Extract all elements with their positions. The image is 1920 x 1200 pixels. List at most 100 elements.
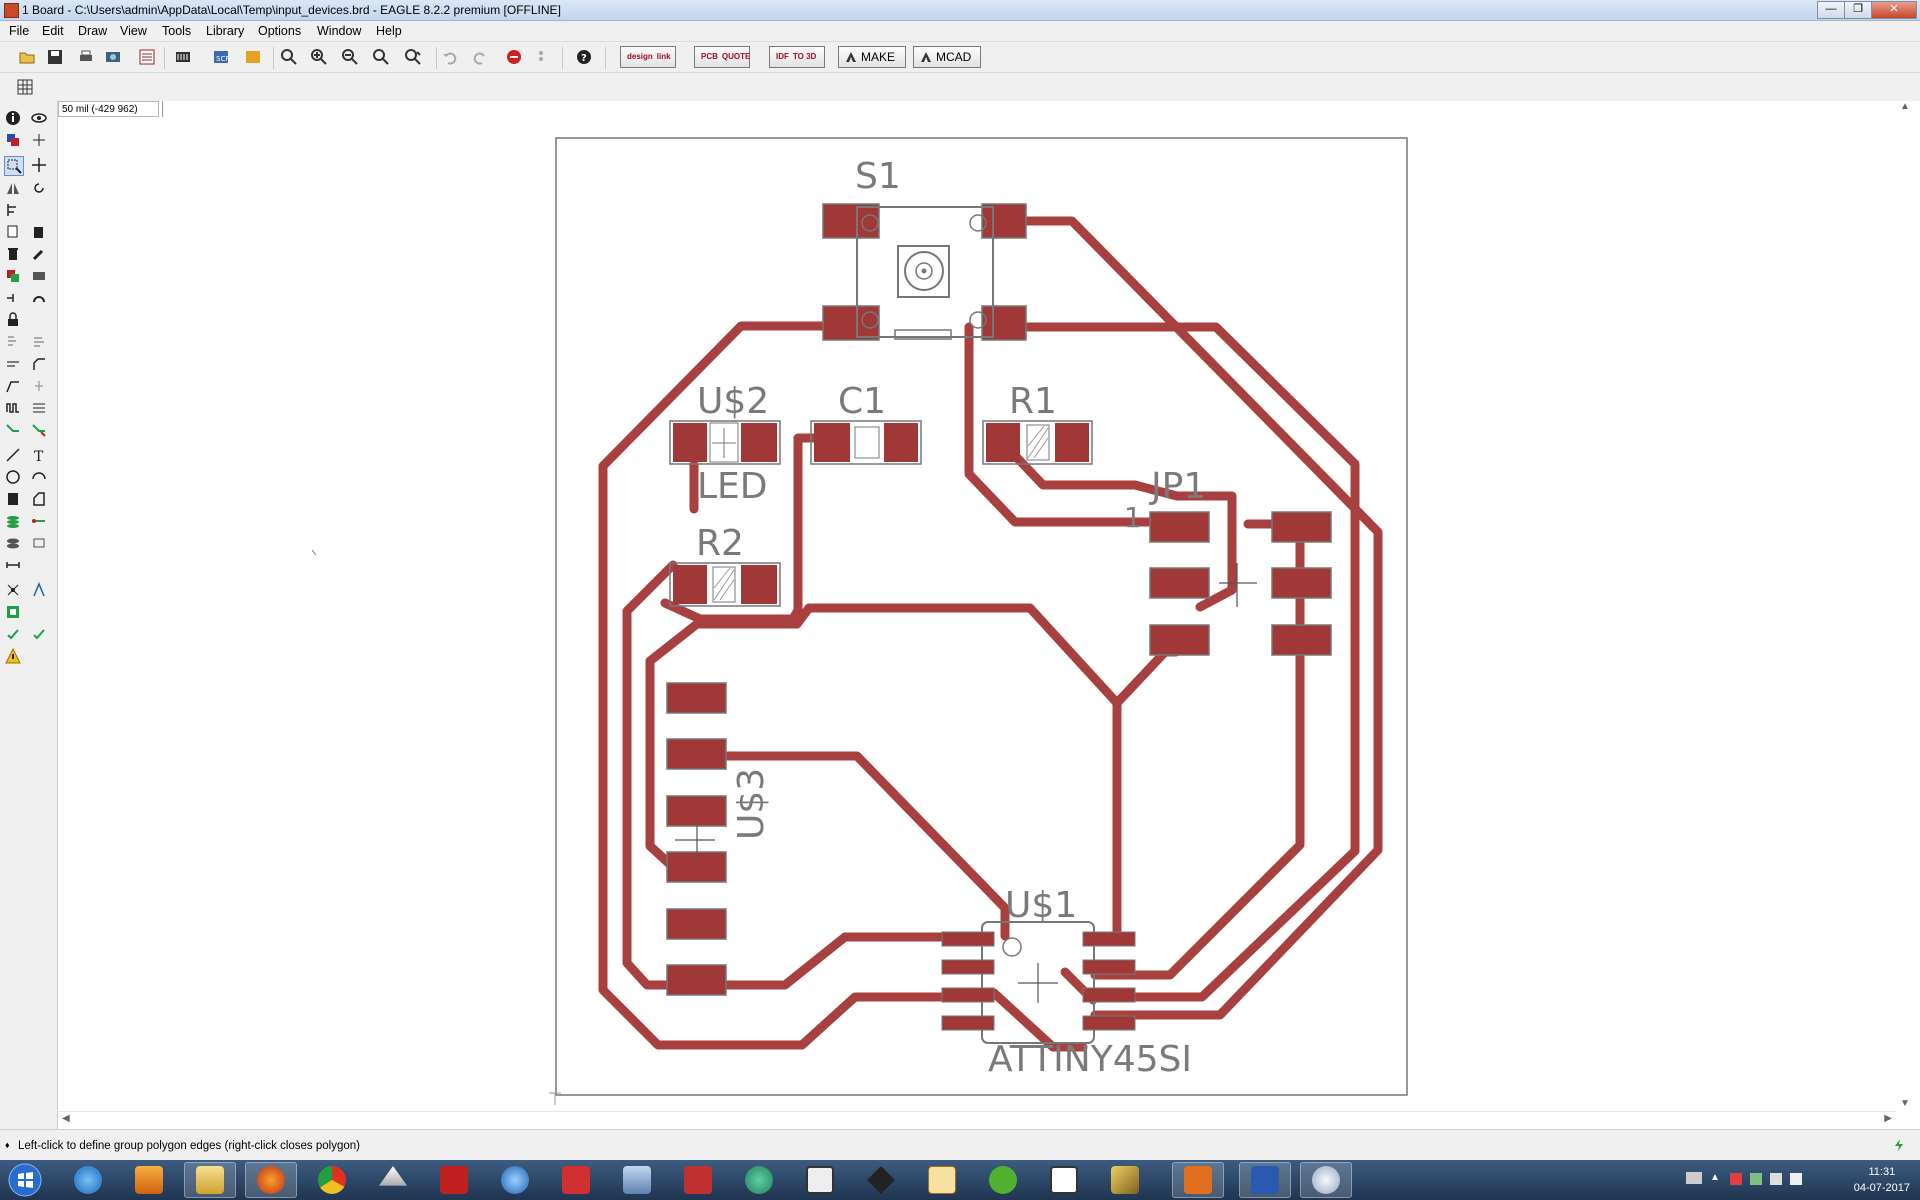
volume-icon[interactable] <box>1790 1173 1802 1185</box>
copy-icon[interactable] <box>4 223 22 241</box>
run-ulp-icon[interactable] <box>243 47 263 67</box>
taskbar-usb-tool[interactable] <box>794 1162 846 1198</box>
help-icon[interactable]: ? <box>574 47 594 67</box>
menu-window[interactable]: Window <box>317 24 362 38</box>
chip-us1[interactable] <box>941 921 1136 1044</box>
hole-icon[interactable] <box>4 534 22 552</box>
length-icon[interactable] <box>30 399 48 417</box>
led-us2[interactable] <box>669 420 781 465</box>
miter-icon[interactable] <box>30 355 48 373</box>
wire-icon[interactable] <box>4 446 22 464</box>
via-icon[interactable] <box>4 512 22 530</box>
menu-library[interactable]: Library <box>206 24 245 38</box>
zoom-out-icon[interactable] <box>340 47 360 67</box>
stop-icon[interactable] <box>504 47 524 67</box>
taskbar-inkscape[interactable] <box>367 1162 419 1198</box>
resistor-r2[interactable] <box>669 562 781 607</box>
rectangle-icon[interactable] <box>4 490 22 508</box>
taskbar-pdf-tool[interactable] <box>550 1162 602 1198</box>
taskbar-pdf-app[interactable] <box>672 1162 724 1198</box>
move-icon[interactable] <box>30 156 48 174</box>
taskbar-shapes-app[interactable] <box>855 1162 907 1198</box>
taskbar-paint[interactable] <box>1300 1162 1352 1198</box>
polygon-icon[interactable] <box>30 490 48 508</box>
zoom-fit-icon[interactable] <box>279 47 299 67</box>
change-icon[interactable] <box>30 245 48 263</box>
taskbar-settings[interactable] <box>489 1162 541 1198</box>
header-jp1[interactable] <box>1149 511 1332 656</box>
pcb-quote-button[interactable]: PCB QUOTE <box>694 46 750 68</box>
meander-icon[interactable] <box>4 399 22 417</box>
maximize-button[interactable]: ❐ <box>1844 1 1872 19</box>
connector-us3[interactable] <box>666 682 727 996</box>
keyboard-icon[interactable] <box>1686 1172 1702 1184</box>
arc-icon[interactable] <box>30 468 48 486</box>
go-icon[interactable] <box>531 47 551 67</box>
display-layers-icon[interactable] <box>4 131 22 149</box>
align-icon[interactable] <box>4 201 22 219</box>
ripup-icon[interactable] <box>30 421 48 439</box>
menu-file[interactable]: File <box>9 24 30 38</box>
warning-icon[interactable] <box>4 647 22 665</box>
make-button[interactable]: MAKE <box>838 46 906 68</box>
taskbar-chrome[interactable] <box>306 1162 358 1198</box>
taskbar-vim-app[interactable] <box>977 1162 1029 1198</box>
grid-icon[interactable] <box>15 77 35 97</box>
info-icon[interactable] <box>4 109 22 127</box>
menu-edit[interactable]: Edit <box>42 24 64 38</box>
menu-view[interactable]: View <box>120 24 147 38</box>
taskbar-paint-tool[interactable] <box>1099 1162 1151 1198</box>
stop-command-icon[interactable] <box>1892 1138 1906 1155</box>
smash-icon[interactable] <box>4 333 22 351</box>
circle-icon[interactable] <box>4 468 22 486</box>
minimize-button[interactable]: — <box>1817 1 1845 19</box>
capacitor-c1[interactable] <box>810 420 922 465</box>
tray-expand-icon[interactable]: ▲ <box>1710 1172 1720 1183</box>
action-center-icon[interactable] <box>1730 1173 1742 1185</box>
erc-icon[interactable] <box>4 625 22 643</box>
print-icon[interactable] <box>76 47 96 67</box>
taskbar-internet-explorer[interactable] <box>62 1162 114 1198</box>
taskbar-media-player[interactable] <box>123 1162 175 1198</box>
mirror-icon[interactable] <box>4 179 22 197</box>
autorouter-icon[interactable] <box>30 581 48 599</box>
show-icon[interactable] <box>30 109 48 127</box>
signal-icon[interactable] <box>30 512 48 530</box>
zoom-redraw-icon[interactable] <box>371 47 391 67</box>
vertical-scrollbar[interactable]: ▲ ▼ <box>1896 101 1920 1111</box>
value-icon[interactable] <box>30 333 48 351</box>
save-icon[interactable] <box>45 47 65 67</box>
network-tray-icon[interactable] <box>1770 1173 1782 1185</box>
scroll-down-icon[interactable]: ▼ <box>1900 1098 1910 1109</box>
dropbox-icon[interactable] <box>1750 1173 1762 1185</box>
horizontal-scrollbar[interactable]: ◀ ▶ <box>58 1111 1896 1128</box>
idf-to-3d-button[interactable]: IDF TO 3D <box>769 46 825 68</box>
close-button[interactable]: ✕ <box>1871 1 1917 19</box>
lock-icon[interactable] <box>4 311 22 329</box>
cam-icon[interactable] <box>103 47 123 67</box>
taskbar-document-app[interactable] <box>916 1162 968 1198</box>
schematic-icon[interactable] <box>137 47 157 67</box>
menu-options[interactable]: Options <box>258 24 302 38</box>
ratsnest-icon[interactable] <box>4 581 22 599</box>
taskbar-firefox[interactable] <box>245 1162 297 1198</box>
taskbar-network-manager[interactable] <box>611 1162 663 1198</box>
pcb-layout[interactable]: S1 U$2 C1 R1 LED R2 JP1 1 U$1 ATTINY45SI… <box>58 119 1896 1111</box>
scroll-left-icon[interactable]: ◀ <box>62 1113 70 1124</box>
undo-icon[interactable] <box>440 47 460 67</box>
open-icon[interactable] <box>17 47 37 67</box>
menu-draw[interactable]: Draw <box>78 24 108 38</box>
split-wire-icon[interactable] <box>4 377 22 395</box>
drc-icon[interactable] <box>30 625 48 643</box>
slice-icon[interactable] <box>30 377 48 395</box>
mcad-button[interactable]: MCAD <box>913 46 981 68</box>
optimize-icon[interactable] <box>30 289 48 307</box>
route-icon[interactable] <box>4 421 22 439</box>
board-icon[interactable] <box>4 603 22 621</box>
zoom-select-icon[interactable] <box>403 47 423 67</box>
add-icon[interactable] <box>4 267 22 285</box>
move-select-icon[interactable] <box>4 156 24 176</box>
board-canvas[interactable]: S1 U$2 C1 R1 LED R2 JP1 1 U$1 ATTINY45SI… <box>58 119 1896 1111</box>
taskbar-file-explorer[interactable] <box>184 1162 236 1198</box>
redo-icon[interactable] <box>470 47 490 67</box>
